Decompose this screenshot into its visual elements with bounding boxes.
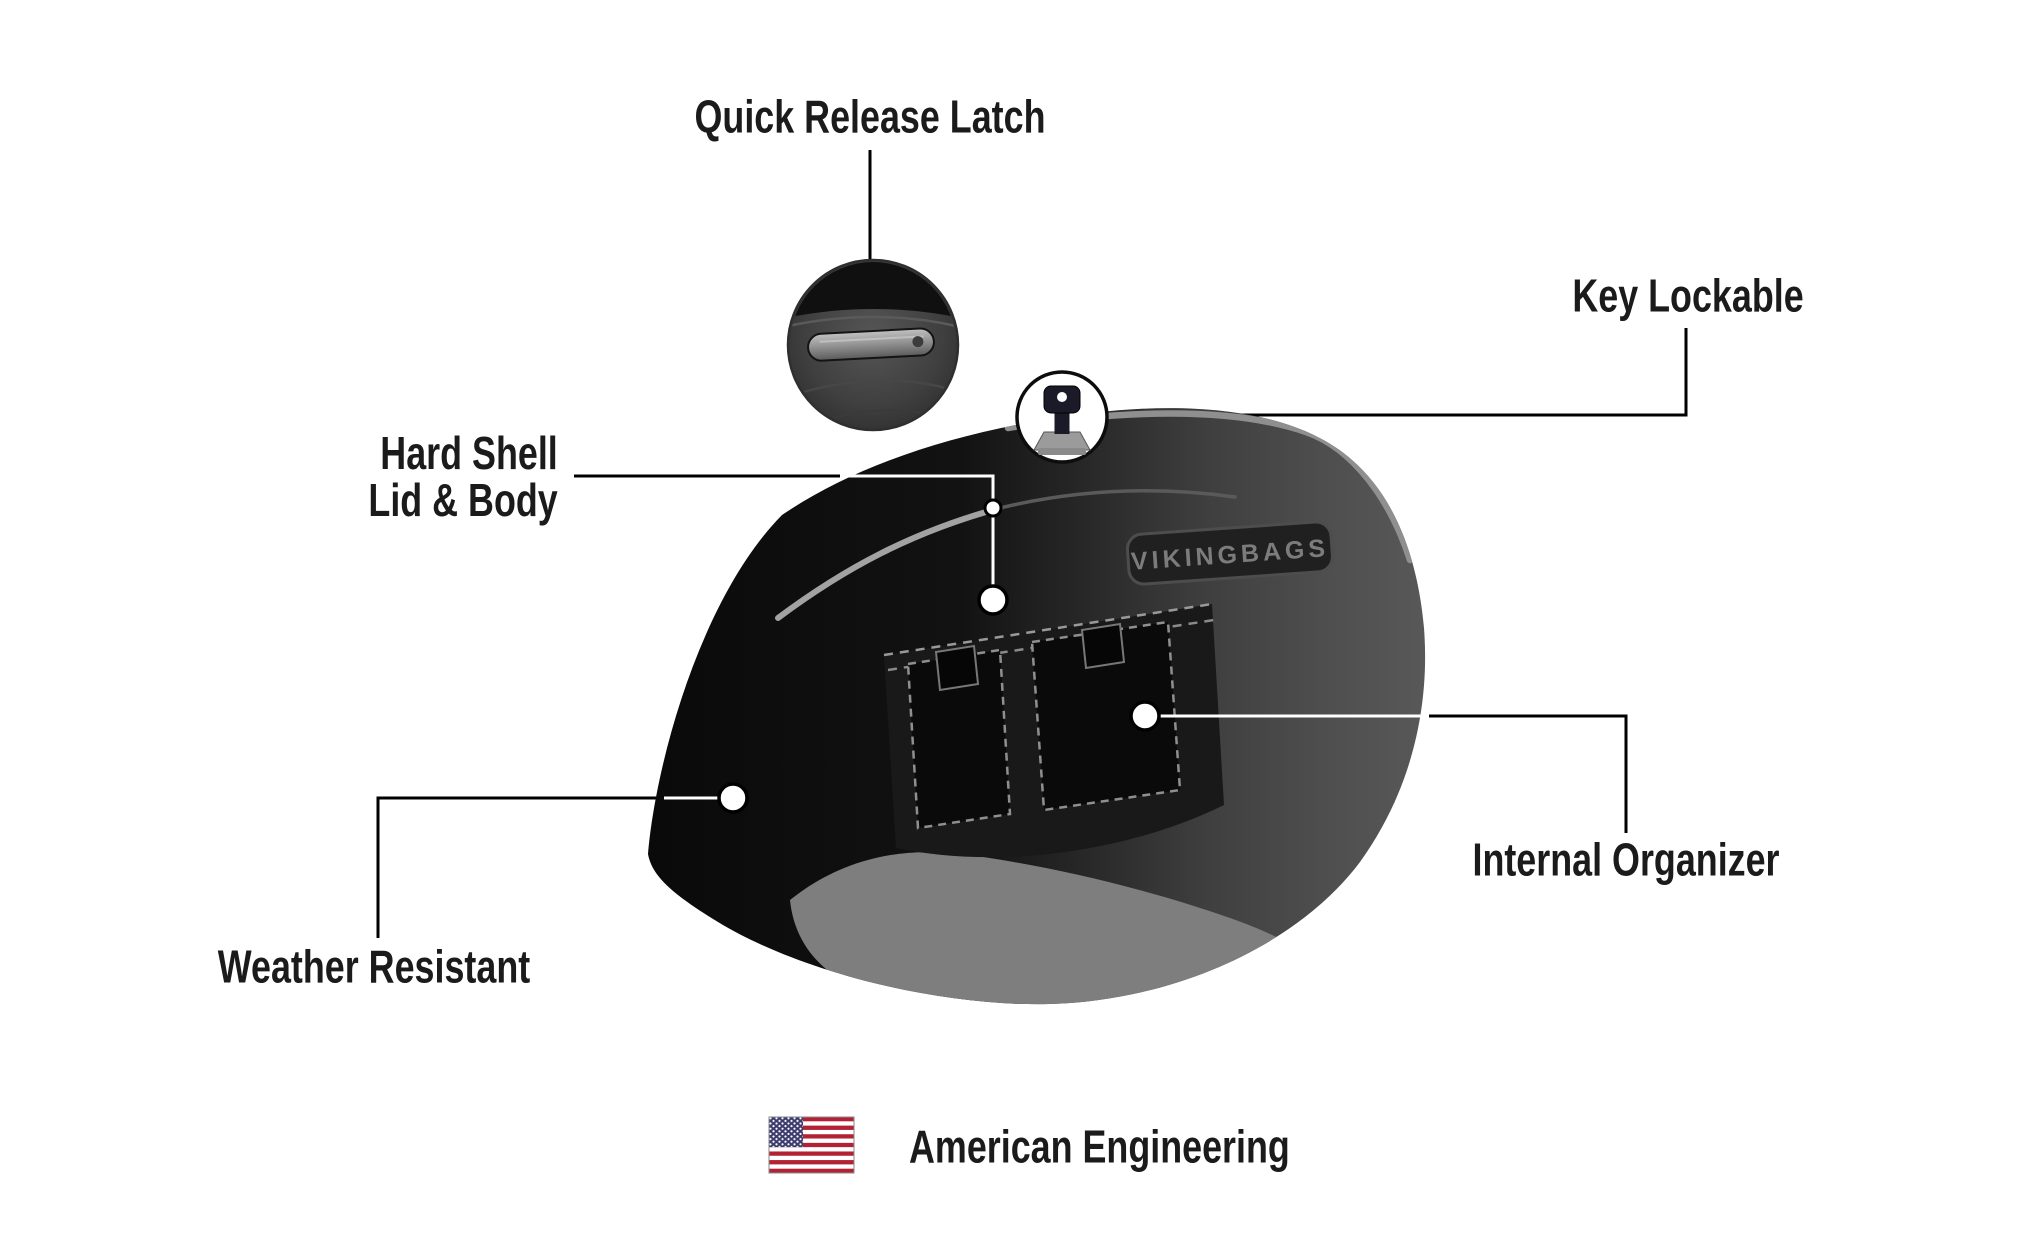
hard-shell-line1: Hard Shell [380, 427, 558, 480]
us-flag-icon [768, 1116, 855, 1174]
connector-lines [376, 150, 1688, 938]
callout-internal-organizer-label: Internal Organizer [1472, 833, 1780, 886]
connector-lines-on-bag [664, 474, 1429, 800]
callout-weather-resistant-label: Weather Resistant [217, 940, 531, 993]
callout-key-lockable-label: Key Lockable [1572, 269, 1804, 322]
bag-lid-seam [775, 505, 1003, 621]
organizer-strap-tab [1080, 622, 1126, 670]
bag-bottom-gray-band [790, 852, 1320, 1005]
marker-hard-shell [977, 584, 1009, 616]
internal-organizer-panel [883, 602, 1224, 858]
marker-organizer [1129, 700, 1161, 732]
footer-american-engineering-label: American Engineering [909, 1120, 1290, 1173]
saddlebag-illustration: VIKINGBAGS [648, 408, 1426, 1005]
organizer-pocket [1030, 620, 1182, 812]
connector-hard-shell-on-bag [840, 474, 995, 600]
hard-shell-line2: Lid & Body [368, 474, 558, 526]
organizer-strap-tab [934, 644, 980, 692]
connector-key-lockable [1107, 328, 1688, 417]
marker-lid-seam [983, 498, 1003, 518]
connector-organizer [1427, 714, 1628, 833]
key-icon [1015, 370, 1109, 464]
connector-weather [376, 796, 666, 938]
callout-markers [717, 498, 1161, 814]
callout-hard-shell-label: Hard Shell Lid & Body [369, 430, 558, 524]
marker-weather [717, 782, 749, 814]
quick-release-latch-inset [786, 258, 960, 432]
bag-lid-seam-right [998, 489, 1237, 510]
callout-quick-release-latch-label: Quick Release Latch [694, 90, 1046, 143]
vikingbags-nameplate: VIKINGBAGS [1125, 520, 1334, 586]
latch-lever [807, 327, 935, 362]
